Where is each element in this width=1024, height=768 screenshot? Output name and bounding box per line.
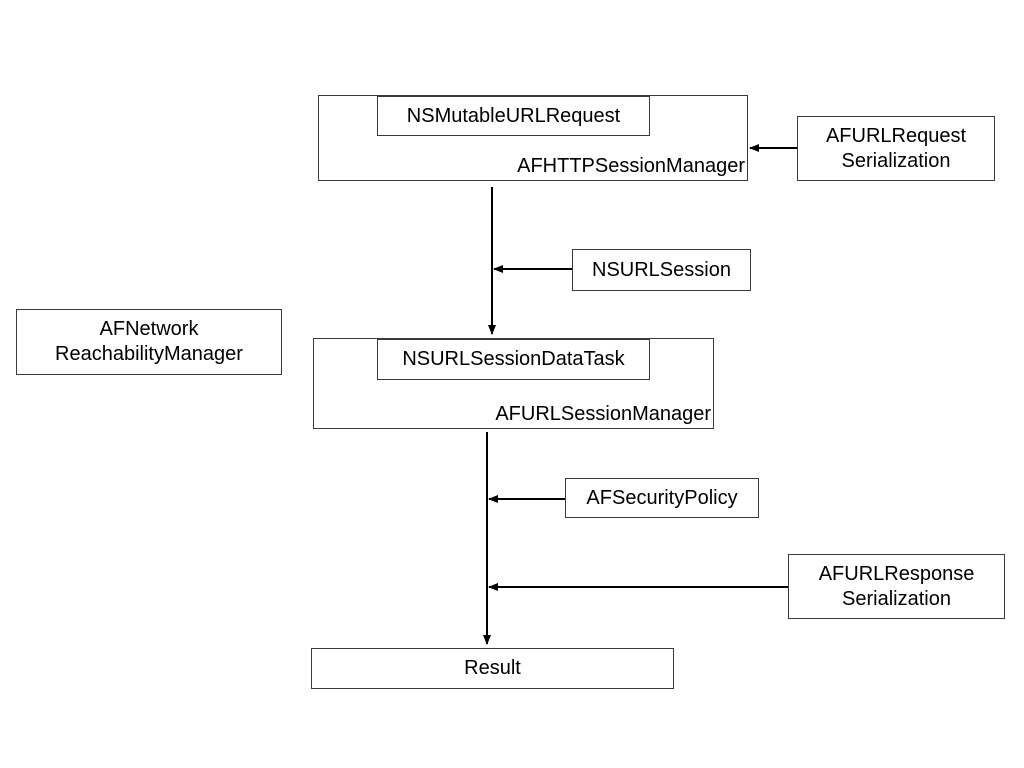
nsurlsession-label: NSURLSession — [592, 258, 731, 281]
reachability-line2: ReachabilityManager — [55, 343, 243, 365]
response-serialization-line2: Serialization — [842, 587, 951, 610]
url-session-manager-label: AFURLSessionManager — [495, 403, 711, 425]
http-session-manager-box: NSMutableURLRequest AFHTTPSessionManager — [318, 95, 748, 181]
mutable-url-request-box: NSMutableURLRequest — [377, 96, 650, 136]
nsurlsession-box: NSURLSession — [572, 249, 751, 291]
http-session-manager-label: AFHTTPSessionManager — [517, 155, 745, 177]
response-serialization-line1: AFURLResponse — [818, 562, 975, 585]
request-serialization-box: AFURLRequest Serialization — [797, 116, 995, 181]
result-label: Result — [464, 657, 521, 679]
data-task-box: NSURLSessionDataTask — [377, 339, 650, 380]
reachability-manager-box: AFNetwork ReachabilityManager — [16, 309, 282, 375]
result-box: Result — [311, 648, 674, 689]
request-serialization-line2: Serialization — [841, 149, 951, 172]
data-task-label: NSURLSessionDataTask — [402, 348, 625, 370]
security-policy-box: AFSecurityPolicy — [565, 478, 759, 518]
reachability-line1: AFNetwork — [99, 318, 199, 340]
response-serialization-box: AFURLResponse Serialization — [788, 554, 1005, 619]
security-policy-label: AFSecurityPolicy — [586, 486, 738, 509]
request-serialization-line1: AFURLRequest — [825, 124, 967, 147]
mutable-url-request-label: NSMutableURLRequest — [406, 104, 621, 127]
url-session-manager-box: NSURLSessionDataTask AFURLSessionManager — [313, 338, 714, 429]
